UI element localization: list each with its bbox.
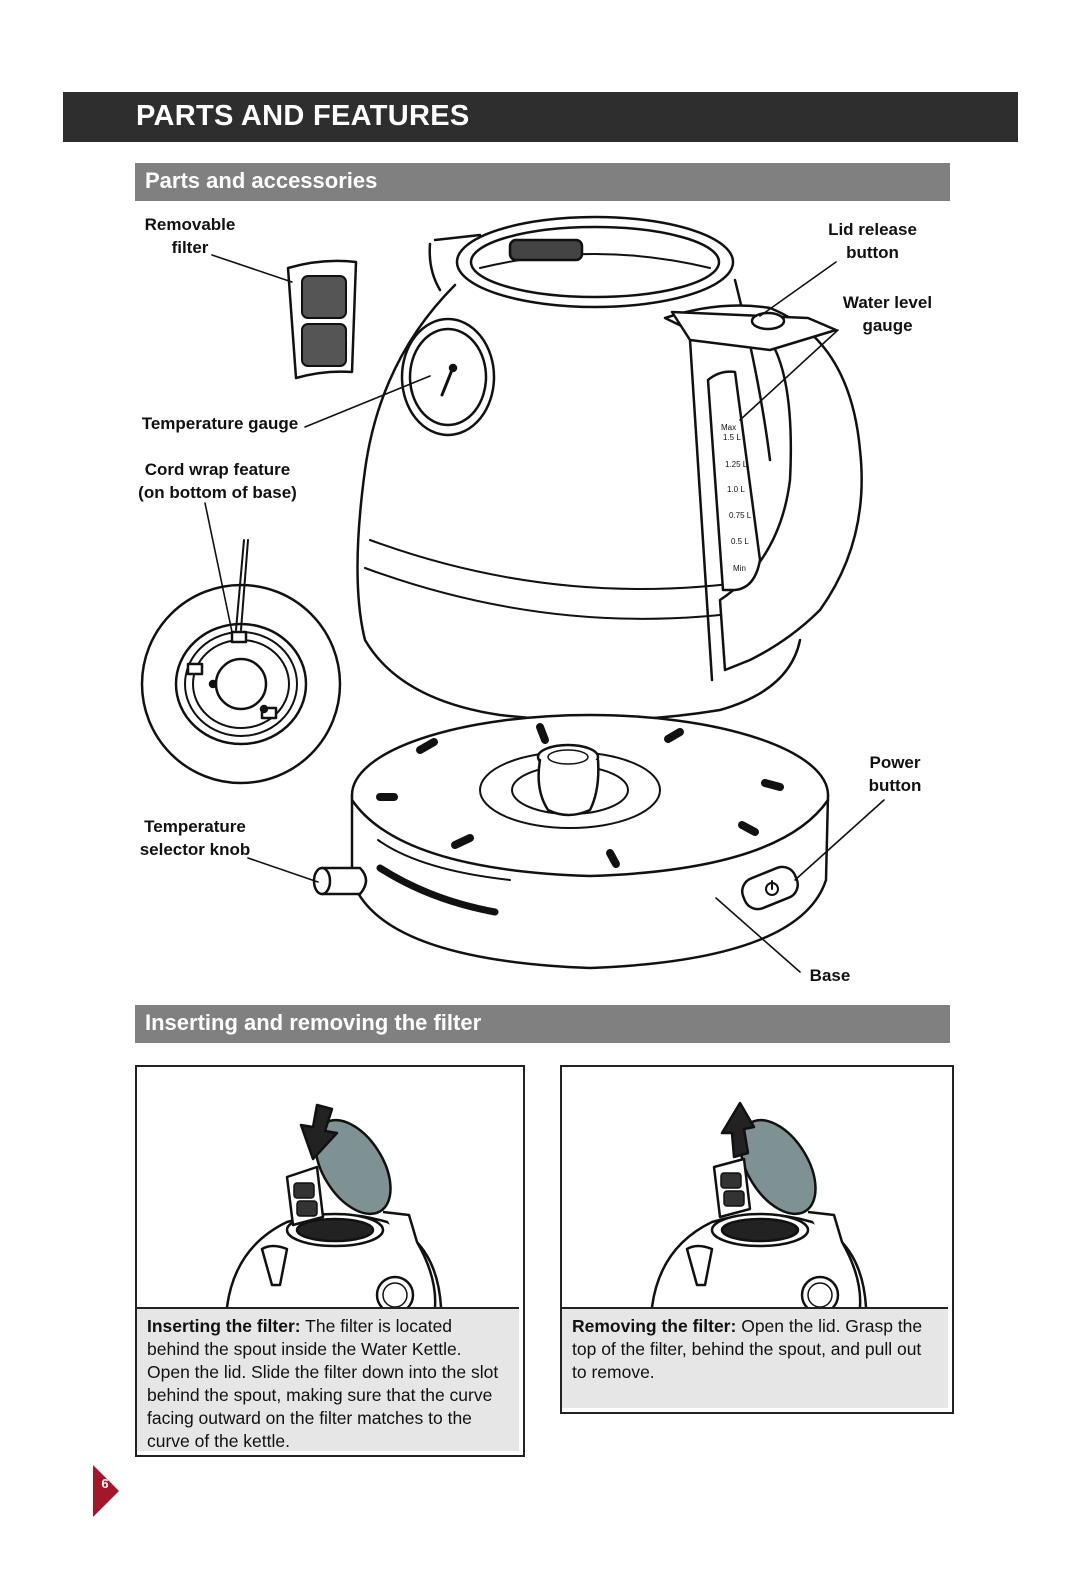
page-tab-marker xyxy=(93,1465,119,1517)
header-bar xyxy=(63,92,1018,142)
remove-filter-illustration xyxy=(650,1101,868,1309)
gauge-mark-max: Max xyxy=(721,423,737,432)
remove-filter-panel: Removing the filter: Open the lid. Grasp… xyxy=(560,1065,954,1414)
gauge-mark-0-5: 0.5 L xyxy=(731,537,749,546)
gauge-mark-1-25: 1.25 L xyxy=(725,460,748,469)
page-title: PARTS AND FEATURES xyxy=(136,100,470,132)
leader-lines xyxy=(204,254,885,973)
insert-filter-illustration xyxy=(225,1103,443,1309)
label-temperature-gauge: Temperature gauge xyxy=(141,414,299,433)
cord-wrap-inset xyxy=(140,539,342,785)
insert-filter-heading: Inserting the filter: xyxy=(147,1316,301,1336)
removable-filter-illustration xyxy=(286,259,358,380)
label-cord-wrap-feature: Cord wrap feature(on bottom of base) xyxy=(138,460,297,502)
remove-filter-text: Open the lid. Grasp the top of the filte… xyxy=(572,1316,923,1382)
section-title-parts: Parts and accessories xyxy=(145,168,378,193)
kettle-illustration xyxy=(356,215,863,722)
remove-filter-caption: Removing the filter: Open the lid. Grasp… xyxy=(562,1307,948,1408)
remove-filter-heading: Removing the filter: xyxy=(572,1316,737,1336)
base-illustration xyxy=(312,713,830,970)
section-bar-filter xyxy=(135,1005,950,1043)
page-number: 6 xyxy=(101,1476,109,1491)
gauge-mark-0-75: 0.75 L xyxy=(729,511,752,520)
section-title-filter: Inserting and removing the filter xyxy=(145,1010,482,1035)
insert-filter-text: The filter is located behind the spout i… xyxy=(147,1316,499,1451)
gauge-mark-1-0: 1.0 L xyxy=(727,485,745,494)
gauge-mark-min: Min xyxy=(733,564,746,573)
label-base: Base xyxy=(809,966,851,985)
section-bar-parts xyxy=(135,163,950,201)
insert-filter-panel: Inserting the filter: The filter is loca… xyxy=(135,1065,525,1457)
insert-filter-caption: Inserting the filter: The filter is loca… xyxy=(137,1307,519,1451)
gauge-mark-1-5: 1.5 L xyxy=(723,433,741,442)
kettle-parts-diagram xyxy=(140,215,885,973)
